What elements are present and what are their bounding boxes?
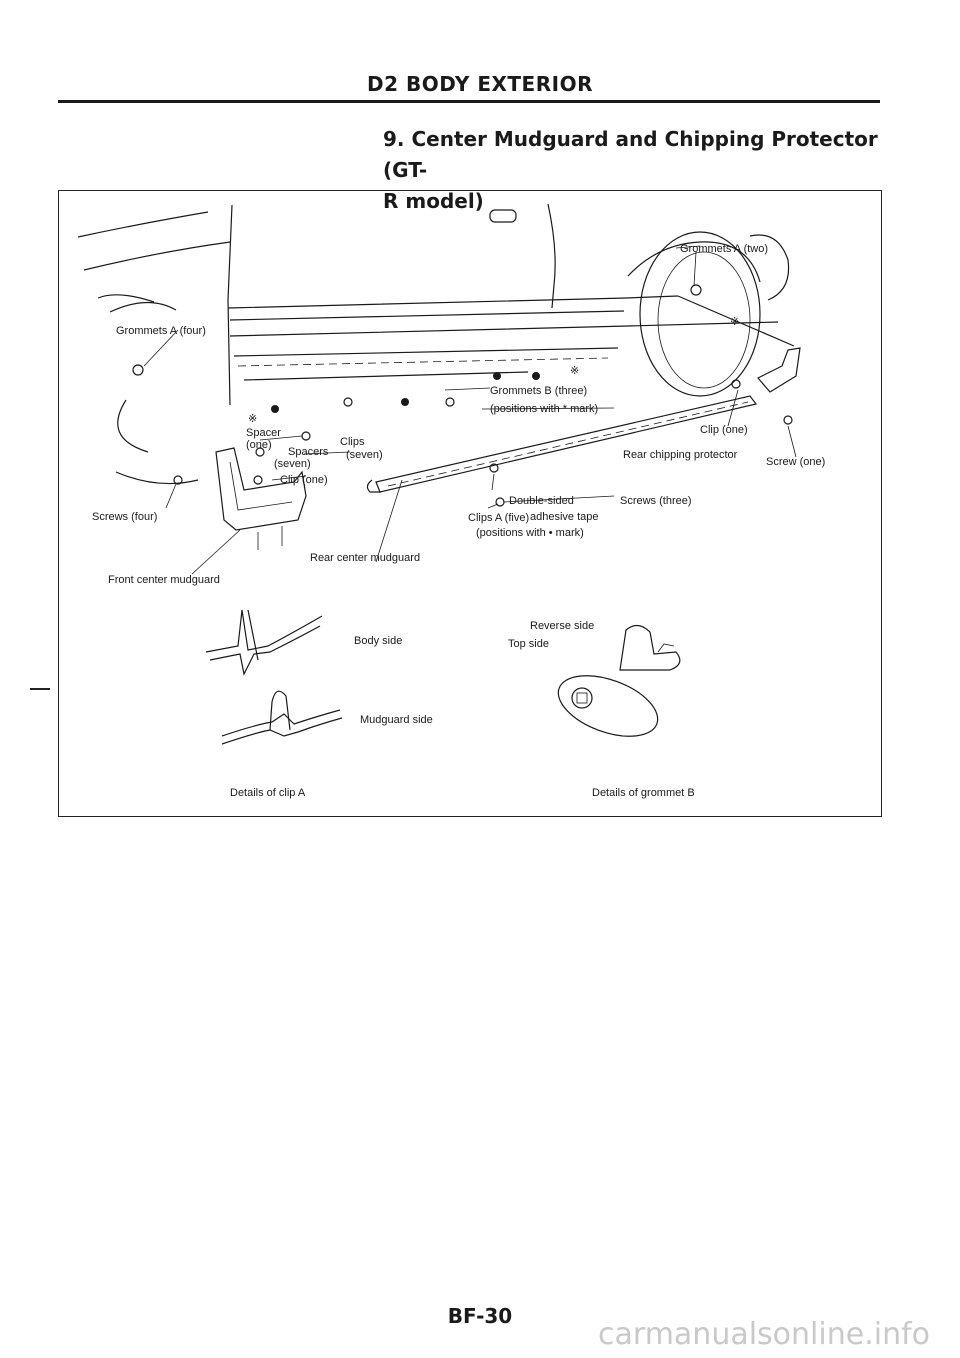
label-screws-three: Screws (three) [620, 495, 692, 507]
rear-chipping-protector [366, 395, 758, 493]
label-clips-a-five: Clips A (five) [468, 512, 529, 524]
label-asterisk-left: ※ [248, 413, 257, 425]
label-spacers: Spacers [288, 446, 329, 458]
margin-mark [30, 688, 50, 690]
label-spacer: Spacer [246, 427, 281, 439]
label-front-center-mudguard: Front center mudguard [108, 574, 220, 586]
label-asterisk-mid: ※ [570, 365, 579, 377]
label-clip-one-right: Clip (one) [700, 424, 748, 436]
exploded-diagram: Grommets A (two) ※ Grommets A (four) ※ G… [77, 203, 825, 799]
label-double-sided: Double-sided [509, 495, 574, 507]
label-details-grommet-b: Details of grommet B [592, 787, 695, 799]
label-details-clip-a: Details of clip A [230, 787, 306, 799]
label-clips: Clips [340, 436, 365, 448]
label-grommets-b-three: Grommets B (three) [490, 385, 587, 397]
leader-lines [143, 245, 797, 575]
label-asterisk-right: ※ [730, 316, 739, 328]
label-reverse-side: Reverse side [530, 620, 594, 632]
label-screws-four: Screws (four) [92, 511, 157, 523]
label-spacers-seven: (seven) [274, 458, 311, 470]
label-rear-chipping-protector: Rear chipping protector [623, 449, 738, 461]
diagram-labels: Grommets A (two) ※ Grommets A (four) ※ G… [92, 243, 825, 799]
header-rule [58, 100, 880, 103]
section-title-line-1: 9. Center Mudguard and Chipping Protecto… [383, 127, 878, 182]
front-center-mudguard [215, 447, 307, 550]
label-clips-a-positions: (positions with • mark) [476, 527, 584, 539]
label-grommets-a-two: Grommets A (two) [680, 243, 768, 255]
grommet-b-details [557, 624, 681, 737]
watermark: carmanualsonline.info [598, 1317, 930, 1352]
car-body-outline [77, 203, 795, 485]
rear-bracket [757, 347, 801, 393]
section-title-line-2: R model) [383, 189, 484, 213]
label-mudguard-side: Mudguard side [360, 714, 433, 726]
label-grommets-b-positions: (positions with * mark) [490, 403, 598, 415]
label-body-side: Body side [354, 635, 402, 647]
figure-frame [58, 190, 882, 817]
label-rear-center-mudguard: Rear center mudguard [310, 552, 420, 564]
section-title: 9. Center Mudguard and Chipping Protecto… [383, 124, 883, 217]
label-clips-seven: (seven) [346, 449, 383, 461]
label-screw-one: Screw (one) [766, 456, 825, 468]
page-number: BF-30 [447, 1304, 513, 1328]
clip-a-details [205, 609, 343, 745]
label-grommets-a-four: Grommets A (four) [116, 325, 206, 337]
label-top-side: Top side [508, 638, 549, 650]
label-clip-one-left: Clip (one) [280, 474, 328, 486]
section-header: D2 BODY EXTERIOR [367, 72, 593, 96]
label-spacer-one: (one) [246, 439, 272, 451]
label-adhesive-tape: adhesive tape [530, 511, 599, 523]
